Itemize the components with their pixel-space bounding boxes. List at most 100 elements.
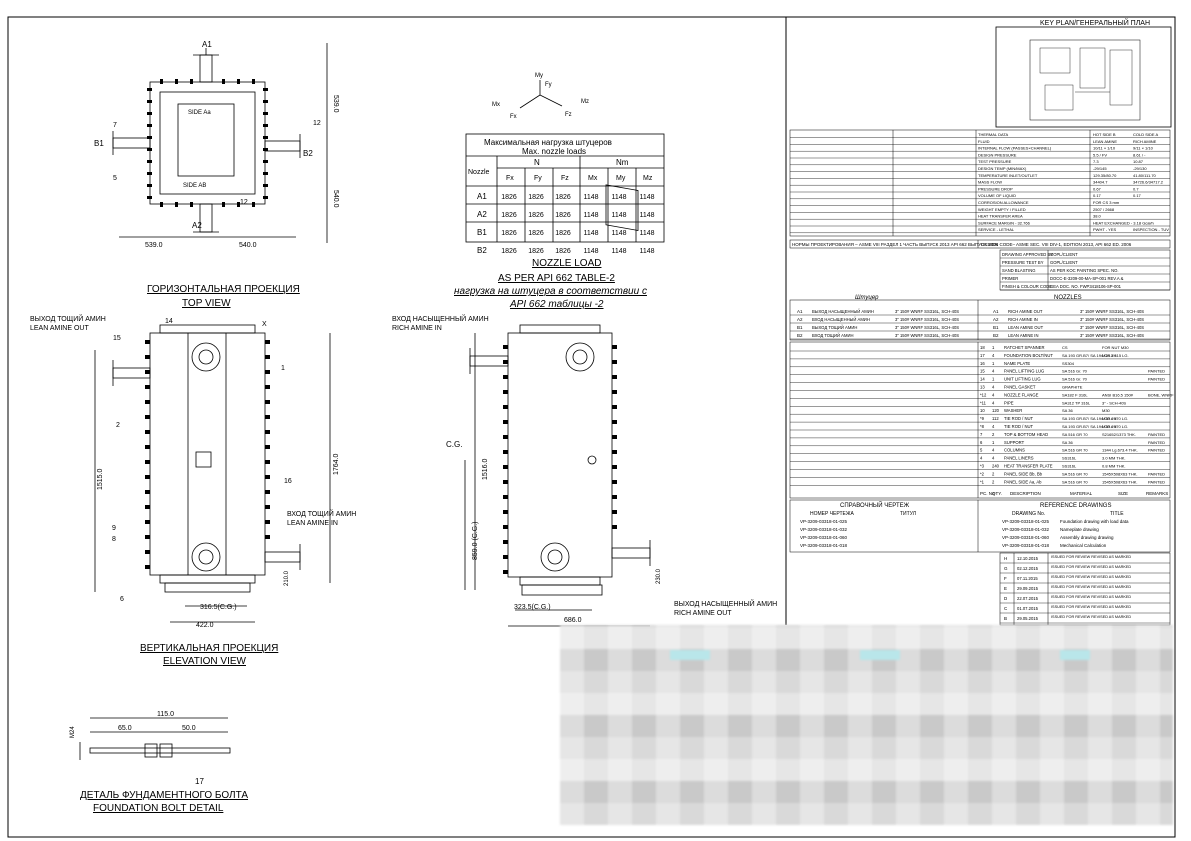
nozzle-load-caption-4: API 662 таблицы -2 bbox=[509, 298, 604, 310]
nozzle-row-en: RICH AMINE OUT bbox=[1008, 309, 1043, 314]
spec-value: GOPL/CLIENT bbox=[1050, 260, 1078, 265]
callout-17: 17 bbox=[195, 777, 204, 786]
nozzle-row-size: 3" 150# WNRF SS316L, SCH-40S bbox=[895, 309, 959, 314]
part-remarks: PAINTED bbox=[1148, 377, 1165, 382]
load-cell: 1826 bbox=[555, 194, 571, 201]
spec-label: PRIMER bbox=[1002, 276, 1018, 281]
nozzle-label-b2: B2 bbox=[303, 149, 313, 158]
nozzle-row-ru: ВЫХОД ТОЩИЙ АМИН bbox=[812, 325, 857, 330]
part-desc: HEAT TRANSFER PLATE bbox=[1004, 464, 1053, 469]
axis-mx: Mx bbox=[492, 102, 500, 108]
rich-out-en: RICH AMINE OUT bbox=[674, 610, 732, 617]
rev-desc: ISSUED FOR REVIEW REVISED AS MARKED bbox=[1051, 585, 1131, 589]
design-data-label: TEST PRESSURE bbox=[978, 159, 1012, 164]
axis-fz: Fz bbox=[565, 112, 572, 118]
part-desc: TOP & BOTTOM HEAD bbox=[1004, 432, 1048, 437]
references-frame bbox=[789, 499, 1171, 553]
axis-fy: Fy bbox=[545, 82, 552, 88]
rev-desc: ISSUED FOR REVIEW REVISED AS MARKED bbox=[1051, 595, 1131, 599]
part-material: GRAPHITE bbox=[1062, 385, 1083, 390]
nozzle-row-no-en: A2 bbox=[993, 317, 999, 322]
spec-label: FINISH & COLOUR CODE bbox=[1002, 284, 1052, 289]
part-no: 15 bbox=[980, 369, 985, 374]
part-qty: 2 bbox=[992, 479, 995, 484]
ref-title: Mechanical Calculation bbox=[1060, 543, 1107, 548]
nozzle-row-size-en: 3" 150# WNRF SS316L, SCH-40S bbox=[1080, 317, 1144, 322]
nozzle-load-caption-1: NOZZLE LOAD bbox=[532, 258, 601, 269]
load-cell: 1148 bbox=[639, 194, 654, 201]
load-cell: 1826 bbox=[555, 248, 571, 255]
load-cell: 1148 bbox=[639, 212, 654, 219]
dim-859: 859.0 (C.G.) bbox=[472, 521, 479, 560]
bolt-detail-title-en: FOUNDATION BOLT DETAIL bbox=[93, 803, 224, 814]
rev-desc: ISSUED FOR REVIEW REVISED AS MARKED bbox=[1051, 565, 1131, 569]
design-data-cold: 8.61 / - bbox=[1133, 152, 1146, 157]
part-no: 14 bbox=[980, 377, 985, 382]
rev-desc: ISSUED FOR REVIEW REVISED AS MARKED bbox=[1051, 555, 1131, 559]
refs-col-title: TITLE bbox=[1110, 511, 1124, 517]
bolt-detail-title-ru: ДЕТАЛЬ ФУНДАМЕНТНОГО БОЛТА bbox=[80, 790, 248, 801]
part-qty: 4 bbox=[992, 400, 995, 405]
nozzle-row-ru: ВЫХОД НАСЫЩЕННЫЙ АМИН bbox=[812, 309, 874, 314]
ref-no-ru: VP-3209-03318-01-025 bbox=[800, 519, 848, 524]
design-code-ru: НОРМЫ ПРОЕКТИРОВАНИЯ – ASME VIII РАЗДЕЛ … bbox=[792, 242, 999, 247]
part-desc: NOZZLE FLANGE bbox=[1004, 392, 1039, 397]
side-view bbox=[464, 324, 651, 627]
refs-title-en: REFERENCE DRAWINGS bbox=[1040, 503, 1111, 509]
dim-115: 115.0 bbox=[157, 711, 174, 718]
part-no: *3 bbox=[980, 464, 985, 469]
part-no: *2 bbox=[980, 471, 985, 476]
refs-col-title-ru: ТИТУЛ bbox=[900, 511, 916, 517]
callout-7: 7 bbox=[113, 122, 117, 129]
top-view-title-ru: ГОРИЗОНТАЛЬНАЯ ПРОЕКЦИЯ bbox=[147, 284, 300, 295]
cg-label: C.G. bbox=[446, 440, 462, 449]
nozzle-row-en: LEAN AMINE OUT bbox=[1008, 325, 1044, 330]
load-cell: 1148 bbox=[639, 248, 654, 255]
load-cell: 1826 bbox=[528, 194, 544, 201]
design-data-cold: COLD SIDE A bbox=[1133, 132, 1158, 137]
design-data-label: SURFACE MARGIN - 32.766 bbox=[978, 220, 1031, 225]
load-cell: 1826 bbox=[501, 248, 517, 255]
load-cell: 1148 bbox=[583, 230, 598, 237]
dim-1515: 1515.0 bbox=[97, 468, 104, 490]
design-data-cold: 34726.6/34717.2 bbox=[1133, 180, 1164, 185]
part-qty: 4 bbox=[992, 385, 995, 390]
load-cell: 1148 bbox=[611, 248, 626, 255]
rev-letter: F bbox=[1004, 576, 1007, 581]
rev-date: 22.07.2015 bbox=[1017, 596, 1039, 601]
load-cell: 1148 bbox=[611, 194, 626, 201]
rev-letter: G bbox=[1004, 566, 1008, 571]
part-remarks: PAINTED bbox=[1148, 432, 1165, 437]
nozzle-row-size: 3" 150# WNRF SS316L, SCH-40S bbox=[895, 333, 959, 338]
spec-value: GEA DOC. NO. FWP3418106-SP-001 bbox=[1050, 284, 1122, 289]
top-view-labels: A1 A2 B1 B2 SIDE Aa SIDE AB 7 5 12 12 53… bbox=[94, 40, 339, 309]
design-data-hot: 10/11 × 1/10 bbox=[1093, 146, 1116, 151]
nozzle-load-table bbox=[465, 133, 665, 243]
load-row-name: A2 bbox=[477, 210, 487, 219]
load-cell: 1826 bbox=[555, 212, 571, 219]
nozzle-row-en: LEAN AMINE IN bbox=[1008, 333, 1038, 338]
part-size: M30 bbox=[1102, 408, 1111, 413]
load-cell: 1826 bbox=[555, 230, 571, 237]
design-data-cold: INSPECTION - TUV bbox=[1133, 227, 1169, 232]
dim-m24: M24 bbox=[70, 726, 76, 738]
part-remarks: PAINTED bbox=[1148, 369, 1165, 374]
rev-desc: ISSUED FOR REVIEW REVISED AS MARKED bbox=[1051, 605, 1131, 609]
part-qty: 120 bbox=[992, 408, 1000, 413]
refs-col-no: DRAWING No. bbox=[1012, 511, 1045, 517]
load-cell: 1826 bbox=[528, 212, 544, 219]
header-nm: Nm bbox=[616, 158, 629, 167]
part-desc: PANEL SIDE Bb, Bb bbox=[1004, 471, 1043, 476]
dim-686: 686.0 bbox=[564, 617, 582, 624]
part-material: CS bbox=[1062, 345, 1068, 350]
parts-header-cell: QTY. bbox=[992, 491, 1002, 496]
rev-desc: ISSUED FOR REVIEW REVISED AS MARKED bbox=[1051, 575, 1131, 579]
nozzle-row-no: B2 bbox=[797, 333, 803, 338]
design-data-hot: 0.17 bbox=[1093, 193, 1102, 198]
rev-letter: E bbox=[1004, 586, 1007, 591]
